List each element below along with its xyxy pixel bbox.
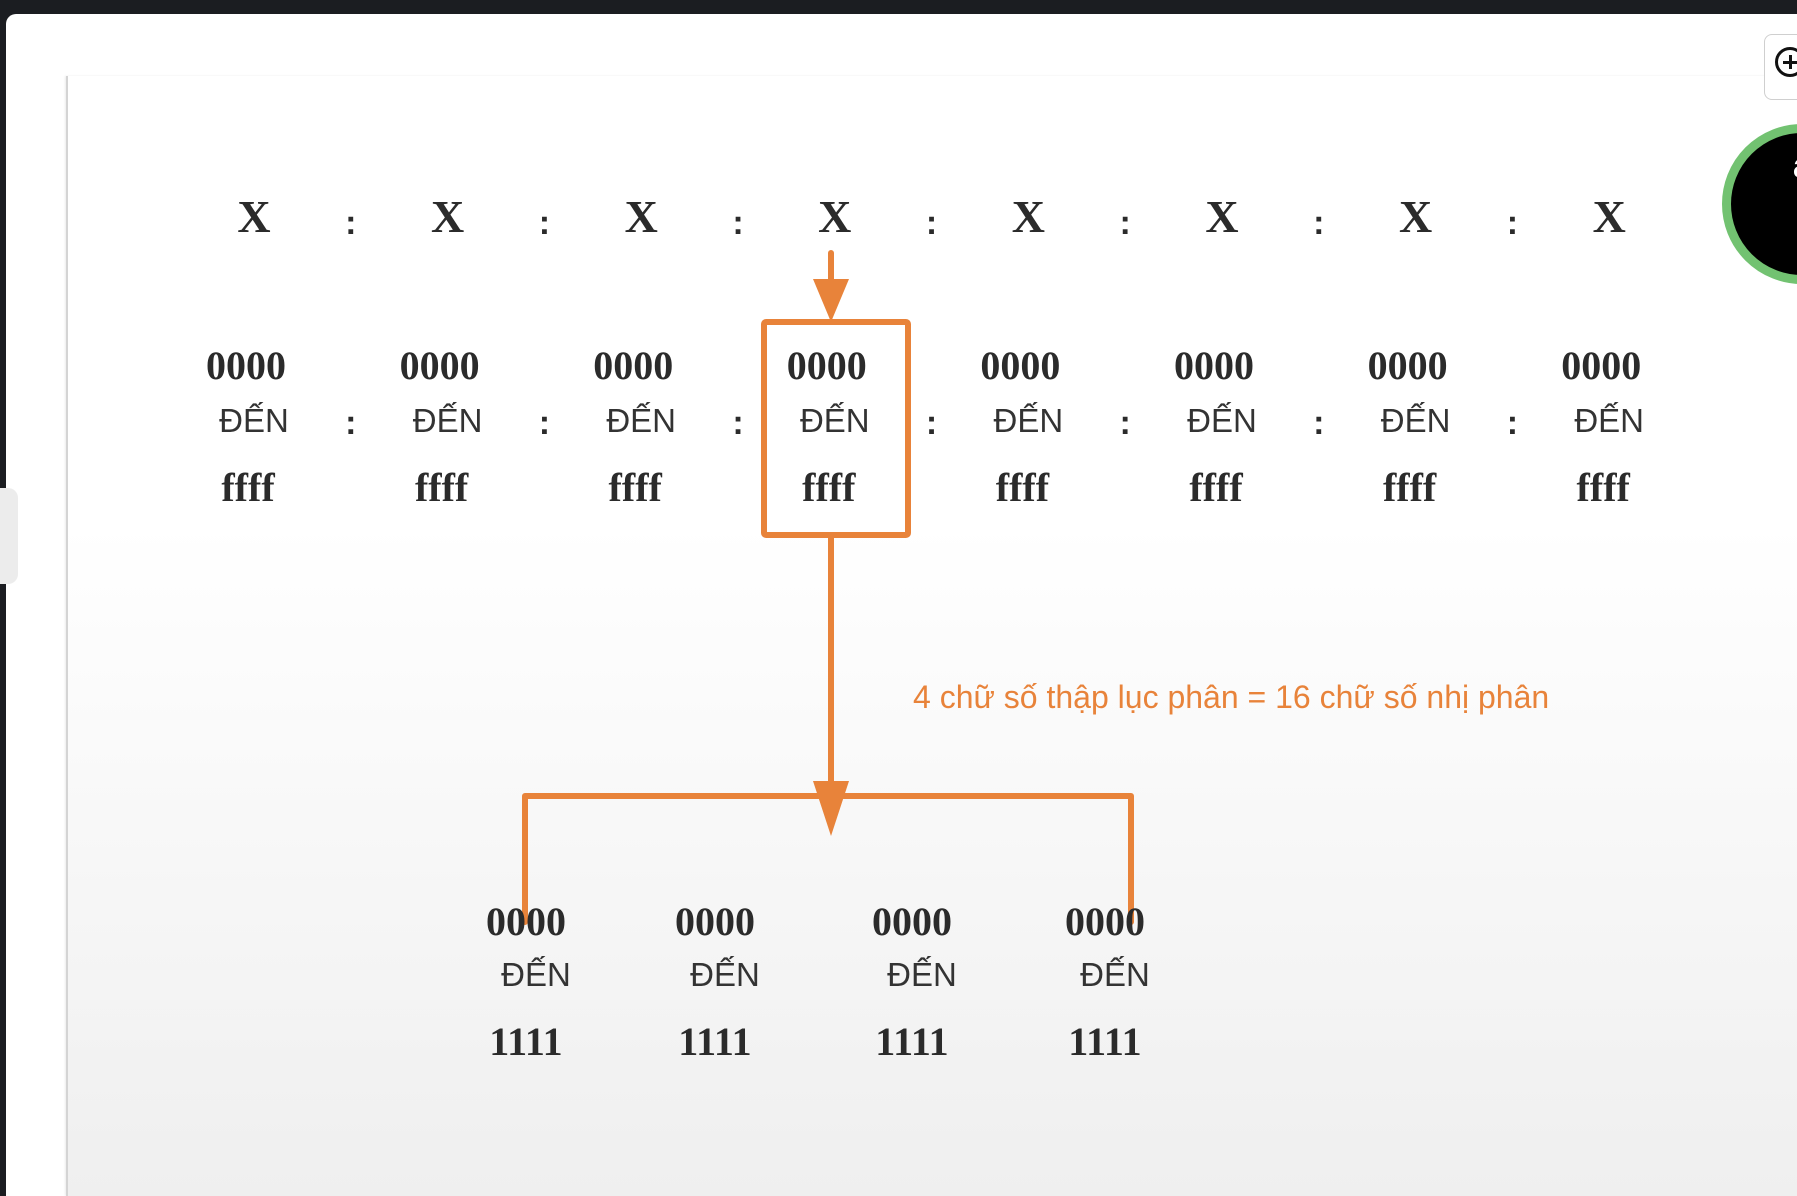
binary-max-value: 1111 [875,1019,949,1064]
hextet-min-value: 0000 [1174,343,1254,388]
group-separator: : [1506,204,1519,242]
hextet-min-value: 0000 [786,343,867,388]
hextet-placeholder: X [818,191,852,242]
hextet-separator: : [1506,404,1519,442]
hextet-separator: : [925,404,938,442]
group-separator: : [1313,204,1325,242]
hextet-max-value: ffff [414,465,469,510]
range-word: ĐẾN [993,402,1064,439]
hextet-max-value: ffff [1382,465,1437,510]
hextet-placeholder: X [430,191,465,242]
hextet-min-value: 0000 [1367,343,1448,388]
hextet-max-value: ffff [1189,465,1243,510]
hextet-max-value: ffff [608,465,662,510]
binary-max-value: 1111 [489,1019,563,1064]
hextet-separator: : [345,404,357,442]
binary-min-value: 0000 [1065,899,1145,944]
hextet-max-value: ffff [995,465,1050,510]
hextet-placeholder: X [1011,191,1046,242]
range-word: ĐẾN [219,402,289,439]
range-word: ĐẾN [887,956,957,993]
zoom-button[interactable] [1764,34,1797,100]
range-word: ĐẾN [606,402,677,439]
binary-min-value: 0000 [675,899,755,944]
range-word: ĐẾN [1080,956,1150,993]
hextet-min-value: 0000 [399,343,480,388]
group-separator: : [538,204,551,242]
annotation-text: 4 chữ số thập lục phân = 16 chữ số nhị p… [913,679,1550,715]
range-word: ĐẾN [1380,402,1451,439]
hextet-placeholder: X [624,191,658,242]
highlight-box [761,319,911,538]
hextet-min-value: 0000 [206,343,286,388]
range-word: ĐẾN [412,402,483,439]
hextet-max-value: ffff [1576,465,1630,510]
group-separator: : [1119,204,1131,242]
group-separator: : [925,204,938,242]
hextet-min-value: 0000 [593,343,674,388]
hextet-separator: : [732,404,744,442]
hextet-min-value: 0000 [1561,343,1642,388]
hextet-min-value: 0000 [980,343,1061,388]
hextet-max-value: ffff [802,465,856,510]
zoom-in-icon [1775,47,1797,77]
hextet-placeholder: X [1205,191,1239,242]
binary-max-value: 1111 [1068,1019,1142,1064]
avatar-letter: a [1793,147,1797,186]
range-word: ĐẾN [1574,402,1645,439]
diagram-connectors [522,250,1134,925]
range-word: ĐẾN [799,402,870,439]
binary-min-value: 0000 [872,899,952,944]
range-word: ĐẾN [690,956,760,993]
hextet-max-value: ffff [221,465,275,510]
hextet-placeholder: X [1592,191,1626,242]
hextet-placeholder: X [237,191,271,242]
bracket [522,793,1134,925]
down-arrow-head [813,781,849,836]
group-separator: : [345,204,357,242]
range-word: ĐẾN [501,956,571,993]
hextet-separator: : [1119,404,1131,442]
top-arrow-head [813,279,849,322]
hextet-placeholder: X [1398,191,1433,242]
binary-min-value: 0000 [486,899,566,944]
hextet-separator: : [538,404,551,442]
range-word: ĐẾN [1187,402,1257,439]
left-panel-tab[interactable] [0,488,18,584]
group-separator: : [732,204,744,242]
binary-max-value: 1111 [678,1019,752,1064]
hextet-separator: : [1313,404,1325,442]
